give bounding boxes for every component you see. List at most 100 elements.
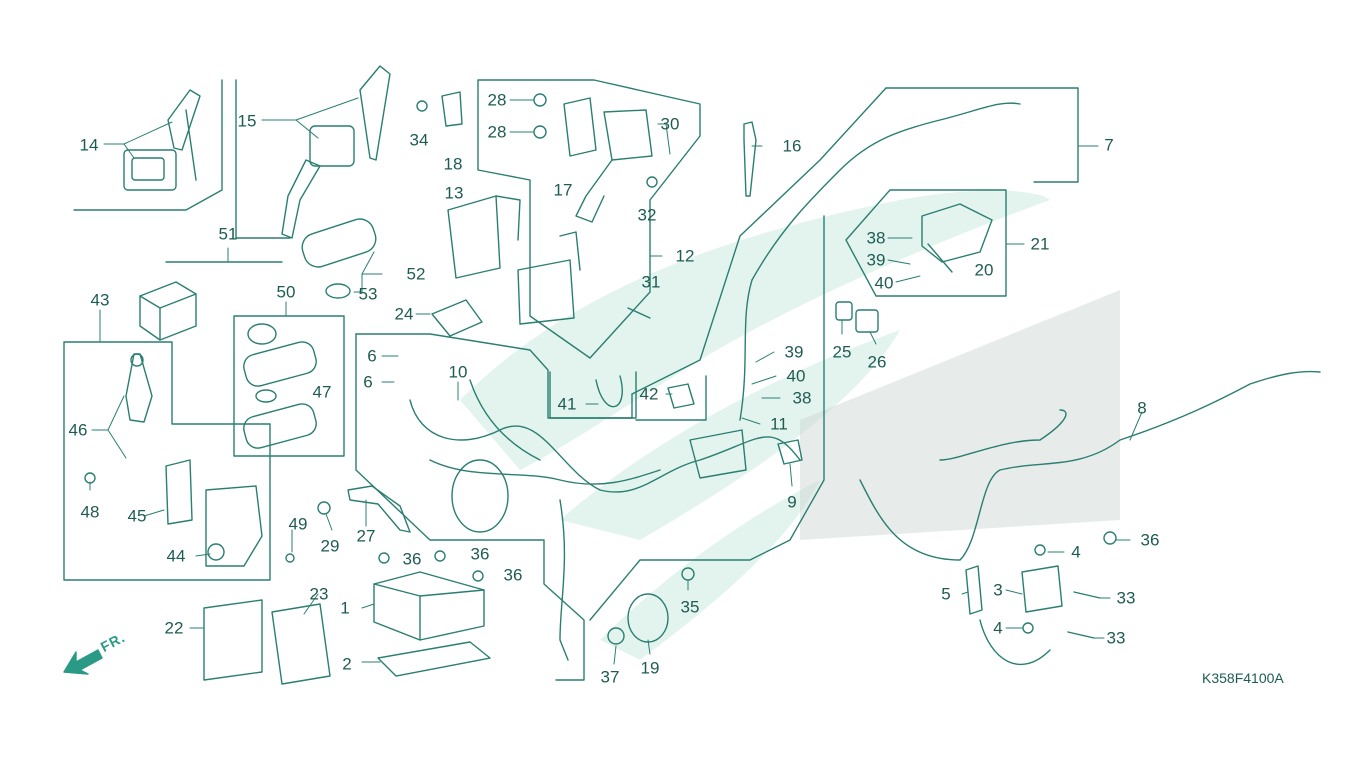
relay-21-icon <box>921 203 993 273</box>
callout-label: 17 <box>553 180 573 200</box>
callout-label: 6 <box>367 346 377 366</box>
group-box-12 <box>477 79 701 359</box>
callout-label: 6 <box>363 372 373 392</box>
watermark-dots <box>800 290 1120 540</box>
callout-label: 36 <box>470 544 490 564</box>
callout-label: 12 <box>675 246 695 266</box>
group-box-42 <box>635 375 707 421</box>
callout-label: 3 <box>993 580 1003 600</box>
callout-label: 15 <box>237 111 257 131</box>
ecu-1-icon <box>373 571 485 641</box>
callout-label: 7 <box>1104 135 1114 155</box>
screw-49-icon <box>285 553 295 563</box>
switch-30-icon <box>575 109 653 223</box>
callout-label: 25 <box>832 342 852 362</box>
callout-label: 36 <box>402 549 422 569</box>
callout-label: 43 <box>90 290 110 310</box>
callout-label: 4 <box>1071 542 1081 562</box>
module-22-icon <box>203 599 263 681</box>
relay-25-icon <box>835 301 853 321</box>
nut-4b-icon <box>1022 622 1034 634</box>
callout-label: 37 <box>600 667 620 687</box>
callout-label: 30 <box>660 114 680 134</box>
group-box-harness-right <box>631 87 887 395</box>
callout-label: 18 <box>443 154 463 174</box>
callout-label: 40 <box>874 273 894 293</box>
bolt-36d-icon <box>1103 531 1117 545</box>
key-16-icon <box>743 121 757 197</box>
callout-label: 31 <box>641 272 661 292</box>
callout-label: 28 <box>487 90 507 110</box>
relay-26-icon <box>855 309 879 333</box>
callout-label: 32 <box>637 205 657 225</box>
plate-2-icon <box>377 641 491 677</box>
callout-label: 38 <box>792 388 812 408</box>
callout-label: 44 <box>166 546 186 566</box>
part-24-icon <box>431 299 483 337</box>
nut-4a-icon <box>1034 544 1046 556</box>
group-box-43 <box>63 341 271 581</box>
connector-9-icon <box>777 439 803 465</box>
callout-label: 27 <box>356 526 376 546</box>
callout-label: 5 <box>941 584 951 604</box>
leader-lines <box>89 97 1143 665</box>
callout-label: 42 <box>639 384 659 404</box>
group-box-21 <box>845 189 1007 297</box>
callout-label: 20 <box>974 260 994 280</box>
lock-12-icon <box>517 231 581 325</box>
module-23-icon <box>271 603 331 685</box>
spark-plug-cap-5-icon <box>965 565 983 615</box>
bolt-36b-icon <box>434 550 446 562</box>
callout-label: 8 <box>1137 398 1147 418</box>
control-unit-51-icon <box>139 281 197 341</box>
group-box-cable-left <box>589 215 825 621</box>
callout-label: 46 <box>68 420 88 440</box>
callout-label: 28 <box>487 122 507 142</box>
callout-label: 52 <box>406 264 426 284</box>
smart-key-52-icon <box>301 218 377 299</box>
clip-42-icon <box>667 383 695 409</box>
smart-key-47-icon <box>243 323 317 449</box>
callout-label: 49 <box>288 514 308 534</box>
callout-label: 38 <box>866 228 886 248</box>
callout-label: 4 <box>993 618 1003 638</box>
callout-label: 22 <box>164 618 184 638</box>
group-box-41 <box>549 371 637 419</box>
callout-label: 14 <box>79 135 99 155</box>
callout-label: 2 <box>342 654 352 674</box>
group-box-50 <box>233 315 345 457</box>
nut-37-icon <box>607 627 625 645</box>
key-set-15-icon <box>281 65 391 239</box>
stay-46-icon <box>125 353 153 423</box>
callout-label: 29 <box>320 536 340 556</box>
callout-label: 41 <box>557 394 577 414</box>
callout-label: 53 <box>358 284 378 304</box>
watermark-logo <box>460 190 1050 660</box>
callout-label: 33 <box>1116 588 1136 608</box>
key-set-14-icon <box>123 89 201 191</box>
ignition-coil-3-icon <box>1021 565 1063 613</box>
callout-label: 13 <box>444 183 464 203</box>
callout-label: 26 <box>867 352 887 372</box>
main-wire-harness-icon <box>409 102 1321 666</box>
callout-label: 23 <box>309 584 329 604</box>
bracket-27-icon <box>347 485 411 533</box>
switch-17-icon <box>563 97 597 157</box>
callout-label: 39 <box>866 250 886 270</box>
callout-label: 21 <box>1030 234 1050 254</box>
diagram-code: K358F4100A <box>1202 670 1284 686</box>
group-box-14 <box>73 79 223 211</box>
clip-41-icon <box>595 375 623 408</box>
bolt-29-icon <box>317 501 331 515</box>
callout-label: 16 <box>782 136 802 156</box>
callout-label: 36 <box>503 565 523 585</box>
callout-label: 10 <box>448 362 468 382</box>
callout-label: 40 <box>786 366 806 386</box>
callout-label: 9 <box>787 492 797 512</box>
callout-label: 1 <box>340 598 350 618</box>
screw-31-icon <box>627 307 651 319</box>
bolt-33b-icon <box>1067 631 1095 639</box>
group-box-7 <box>885 87 1079 183</box>
ignition-switch-13-icon <box>447 195 521 279</box>
